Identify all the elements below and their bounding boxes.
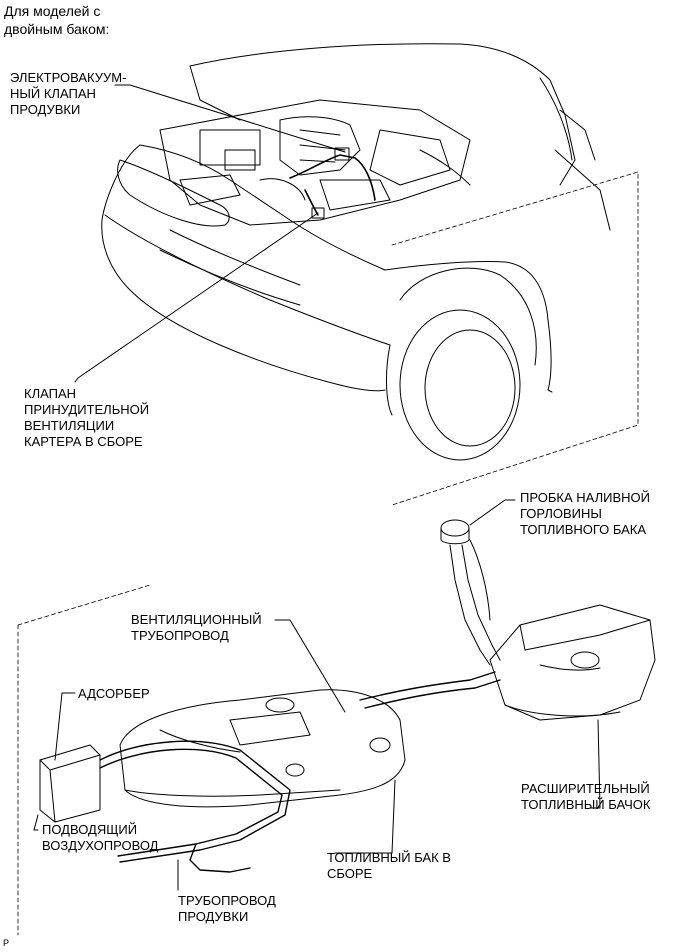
label-purge-vsv: ЭЛЕКТРОВАКУУМ- НЫЙ КЛАПАН ПРОДУВКИ (10, 70, 127, 117)
label-canister: АДСОРБЕР (78, 686, 150, 701)
label-pcv-valve: КЛАПАН ПРИНУДИТЕЛЬНОЙ ВЕНТИЛЯЦИИ КАРТЕРА… (24, 386, 150, 449)
detail-frame-top (391, 171, 639, 506)
label-fuel-cap: ПРОБКА НАЛИВНОЙ ГОРЛОВИНЫ ТОПЛИВНОГО БАК… (520, 490, 650, 537)
label-expansion-tank: РАСШИРИТЕЛЬНЫЙ ТОПЛИВНЫЙ БАЧОК (521, 781, 651, 812)
vehicle-engine-bay (101, 43, 611, 461)
detail-frame-bottom (17, 584, 151, 936)
leader-fuel-cap (469, 499, 516, 526)
leader-pcv-valve (74, 212, 319, 383)
label-fuel-tank: ТОПЛИВНЫЙ БАК В СБОРЕ (327, 850, 451, 881)
page-code: P (3, 938, 10, 948)
model-note-heading: Для моделей с двойным баком: (4, 3, 110, 37)
leader-expansion-tank (589, 719, 601, 809)
leader-air-inlet (33, 814, 39, 831)
leader-canister (54, 692, 76, 761)
leader-vent-line (274, 619, 346, 713)
leader-purge-vsv (114, 84, 346, 153)
label-air-inlet: ПОДВОДЯЩИЙ ВОЗДУХОПРОВОД (42, 822, 159, 853)
label-purge-line: ТРУБОПРОВОД ПРОДУВКИ (178, 893, 276, 924)
label-vent-line: ВЕНТИЛЯЦИОННЫЙ ТРУБОПРОВОД (131, 612, 262, 643)
fuel-system (39, 519, 656, 873)
leader-fuel-tank (334, 779, 396, 854)
